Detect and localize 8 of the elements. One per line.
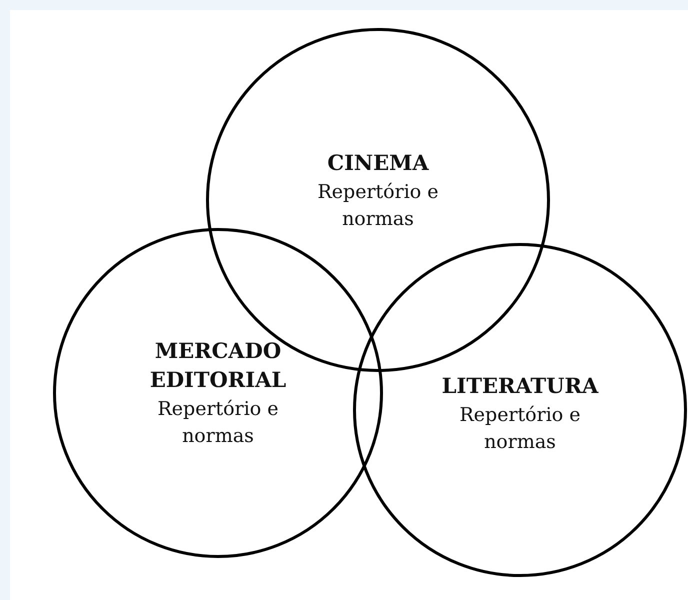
circle-text: Repertório e normas (316, 180, 440, 232)
circle-title: MERCADO EDITORIAL (148, 337, 288, 394)
circle-title: CINEMA (326, 149, 430, 177)
circle-title: LITERATURA (440, 372, 600, 400)
venn-circle (353, 243, 687, 577)
circle-text: Repertório e normas (458, 403, 582, 455)
venn-circle (53, 228, 383, 558)
circle-text: Repertório e normas (156, 397, 280, 449)
